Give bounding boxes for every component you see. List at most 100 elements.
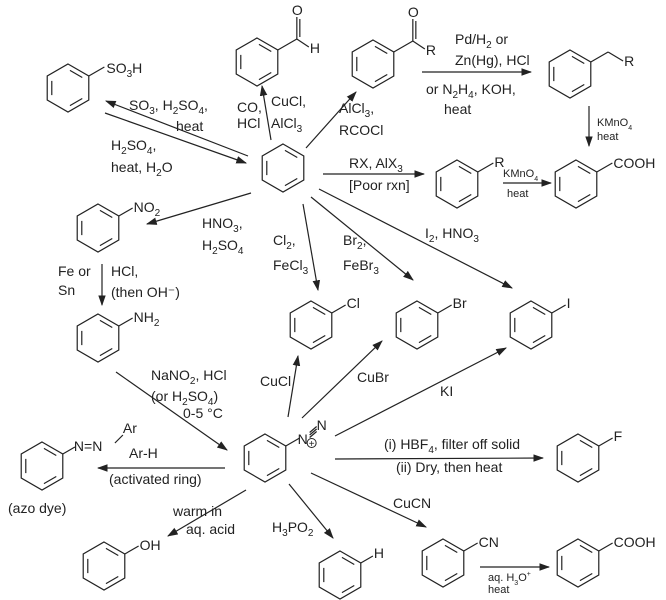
reagent-label: FeCl3 <box>273 257 309 277</box>
reagent-label: heat <box>488 584 509 596</box>
reagent-label: H3PO2 <box>272 519 314 539</box>
reagent-label: Cl2, <box>273 232 296 252</box>
reagent-label: FeBr3 <box>343 257 379 277</box>
benzene-ring-icon <box>548 49 592 99</box>
chlorination-arrow <box>302 203 321 292</box>
substituent-bond <box>596 162 613 173</box>
benzene-ring-icon <box>435 159 479 209</box>
so3h-label: SO3H <box>106 60 142 80</box>
substituent-bond <box>118 317 133 327</box>
positive-charge-icon <box>306 438 317 448</box>
desulfonation-reagents: H2SO4, <box>111 137 156 157</box>
reagent-label: HCl, <box>111 263 138 279</box>
reagent-label: RX, AlX3 <box>349 155 403 175</box>
iodine-label: I <box>567 295 571 311</box>
reagent-label: CuCl <box>260 373 291 389</box>
substituent-bond <box>277 38 298 51</box>
reagent-label: (activated ring) <box>109 471 202 487</box>
cooh-label: COOH <box>613 155 655 171</box>
substituent-bond <box>598 437 613 447</box>
reagent-label: warm in <box>172 503 222 519</box>
schiemann-arrow <box>334 454 545 462</box>
hydrolysis-arrow <box>167 489 247 537</box>
substituent-bond <box>590 51 609 63</box>
benzene-ring-icon <box>318 550 362 600</box>
diazonium-molecule <box>243 433 300 483</box>
substituent-bond <box>62 446 76 455</box>
benzene-ring-icon <box>509 300 553 350</box>
reagent-label: AlCl3, <box>339 100 374 120</box>
alkylbenzene-molecule <box>435 159 494 209</box>
substituent-bond <box>598 542 613 552</box>
oxygen-atom-label: O <box>408 4 419 20</box>
iodide-arrow <box>334 347 507 437</box>
benzene-ring-icon <box>421 538 465 588</box>
substituent-bond <box>551 304 566 314</box>
reagent-label: (or H2SO4) <box>151 388 218 408</box>
iodination-arrow <box>318 188 513 289</box>
no2-label: NO2 <box>134 199 161 219</box>
iodobenzene-molecule <box>509 300 566 350</box>
reagent-label: H2SO4 <box>202 237 244 257</box>
reagent-label: KI <box>440 383 453 399</box>
bromine-label: Br <box>453 295 467 311</box>
reagent-label: AlCl3 <box>271 115 303 135</box>
reagent-label: Zn(Hg), HCl <box>455 52 530 68</box>
benzenesulfonic-acid-molecule <box>46 63 105 113</box>
substituent-bond <box>360 555 374 564</box>
reagent-label: heat <box>597 131 618 143</box>
acylbenzene-molecule <box>351 19 426 89</box>
benzene-ring-icon <box>76 203 120 253</box>
sandmeyer-cl-arrow <box>287 354 301 418</box>
aryl-label: Ar <box>123 420 137 436</box>
oxygen-atom-label: O <box>292 2 303 18</box>
reagent-label: CuCl, <box>271 93 306 109</box>
reagent-label: (ii) Dry, then heat <box>396 459 502 475</box>
phenol-molecule <box>82 541 139 591</box>
reagent-label: RCOCl <box>339 122 383 138</box>
diazonium-n1-label: N <box>298 431 308 447</box>
deamination-arrow <box>288 483 334 539</box>
sulfonation-arrow <box>104 100 249 157</box>
reagent-label: heat <box>507 188 528 200</box>
aniline-molecule <box>76 313 133 363</box>
substituent-bond <box>124 545 139 555</box>
sandmeyer-br-arrow <box>301 340 383 419</box>
benzoic-acid-top-molecule <box>554 159 613 209</box>
benzaldehyde-molecule <box>235 17 310 87</box>
diazotization-arrow <box>115 371 228 451</box>
reagent-label: heat, H2O <box>111 159 173 179</box>
hydrogen-atom-label: H <box>310 40 320 56</box>
benzene-ring-icon <box>261 143 305 193</box>
reagent-label: CO, <box>237 99 262 115</box>
substituent-bond <box>477 162 494 173</box>
nitrobenzene-molecule <box>76 203 133 253</box>
benzene-ring-icon <box>82 541 126 591</box>
sulfonation-reagents: SO3, H2SO4, <box>129 97 208 117</box>
nitration-arrow <box>145 192 252 225</box>
hydrogen-label: H <box>374 545 384 561</box>
benzene-molecule <box>261 143 305 193</box>
reagent-label: aq. H3O+ <box>488 571 531 587</box>
benzene-ring-icon <box>556 538 600 588</box>
r-group-label: R <box>494 154 504 170</box>
nh2-label: NH2 <box>134 309 160 329</box>
reagent-label: I2, HNO3 <box>425 225 479 245</box>
fc-acylation-arrow <box>305 91 357 149</box>
benzene-ring-icon <box>289 300 333 350</box>
reagent-label: HNO3, <box>202 215 243 235</box>
benzene-ring-icon <box>76 313 120 363</box>
substituent-bond <box>463 542 478 552</box>
reagent-label: 0-5 °C <box>183 405 223 421</box>
reagent-label: [Poor rxn] <box>349 177 410 193</box>
oh-label: OH <box>140 537 161 553</box>
reagent-label: HCl <box>237 115 260 131</box>
r-group-label: R <box>624 53 634 69</box>
reagent-label: Br2, <box>343 232 366 252</box>
reagent-label: Ar-H <box>129 445 158 461</box>
substituent-bond <box>285 437 300 447</box>
alkylbenzene-ch2r-molecule <box>548 49 624 99</box>
bromination-arrow <box>310 196 414 281</box>
cooh-label: COOH <box>614 534 656 550</box>
